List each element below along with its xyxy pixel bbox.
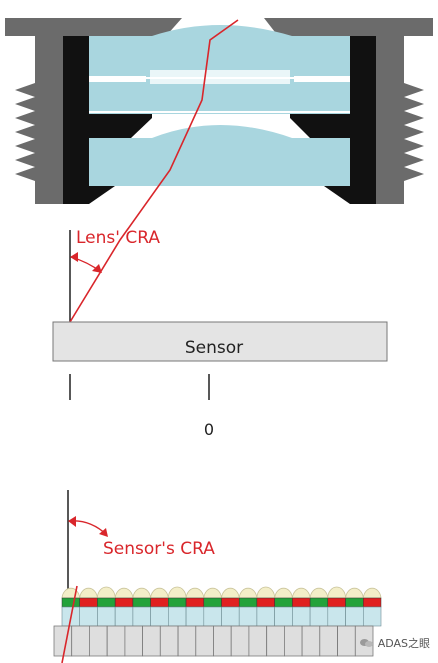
microlens-array bbox=[53, 586, 382, 657]
substrate-cell bbox=[203, 606, 222, 627]
sensor-cra-arrowhead-left bbox=[68, 516, 76, 527]
pixel-cell bbox=[319, 625, 338, 657]
microlens bbox=[150, 587, 169, 599]
spacer-left bbox=[89, 114, 152, 138]
substrate-cell bbox=[274, 606, 293, 627]
barrel-left-wall bbox=[35, 36, 63, 204]
microlens bbox=[327, 586, 347, 599]
microlens bbox=[96, 586, 116, 599]
pixel-cell bbox=[230, 625, 250, 657]
sensor-label: Sensor bbox=[185, 338, 243, 358]
substrate-cell bbox=[150, 606, 169, 627]
substrate-cell bbox=[327, 606, 346, 627]
microlens bbox=[114, 587, 134, 599]
lens-element-3 bbox=[89, 125, 350, 186]
barrel-inner-left bbox=[63, 36, 89, 204]
microlens bbox=[185, 587, 205, 599]
substrate-cell bbox=[185, 606, 205, 627]
pixel-cell bbox=[301, 625, 321, 657]
color-filter-cell bbox=[238, 597, 258, 608]
substrate-cell bbox=[309, 606, 329, 627]
substrate-cell bbox=[256, 606, 275, 627]
color-filter-cell bbox=[61, 597, 80, 608]
pixel-cell bbox=[124, 625, 144, 657]
substrate-cell bbox=[345, 606, 364, 627]
color-filter-cell bbox=[345, 597, 364, 608]
microlens bbox=[256, 586, 276, 599]
microlens bbox=[203, 587, 222, 599]
microlens bbox=[167, 586, 187, 599]
microlens bbox=[345, 587, 364, 599]
lens-cra-arrowhead-left bbox=[70, 252, 78, 262]
substrate-cell bbox=[362, 606, 382, 627]
substrate-cell bbox=[97, 606, 116, 627]
zero-label: 0 bbox=[204, 420, 214, 439]
substrate-cell bbox=[79, 606, 98, 627]
pixel-cell bbox=[142, 625, 161, 657]
barrel-chamfer-left bbox=[89, 186, 115, 204]
sensor-chief-ray bbox=[61, 585, 78, 663]
pixel-cell bbox=[159, 625, 179, 657]
pixel-cell bbox=[213, 625, 232, 657]
color-filter-cell bbox=[114, 597, 134, 608]
pixel-cell bbox=[283, 625, 303, 657]
color-filter-cell bbox=[185, 597, 205, 608]
substrate-cell bbox=[114, 606, 134, 627]
microlens bbox=[79, 587, 98, 599]
wechat-icon bbox=[359, 638, 374, 648]
sensor-block bbox=[52, 321, 388, 362]
color-filter-cell bbox=[150, 597, 169, 608]
sensor-cra-label: Sensor's CRA bbox=[103, 539, 215, 559]
sensor-cra-arrowhead-right bbox=[99, 528, 108, 537]
color-filter-cell bbox=[363, 597, 382, 608]
microlens bbox=[362, 587, 382, 599]
substrate-cell bbox=[132, 606, 151, 627]
microlens bbox=[238, 587, 258, 599]
color-filter-cell bbox=[132, 597, 151, 608]
substrate-cell bbox=[292, 606, 311, 627]
watermark-text: ADAS之眼 bbox=[377, 637, 430, 650]
lens-cra-arrowhead-right bbox=[92, 264, 102, 273]
color-filter-cell bbox=[203, 597, 222, 608]
color-filter-cell bbox=[168, 597, 187, 608]
pixel-cell bbox=[71, 625, 90, 657]
pixel-cell bbox=[266, 625, 285, 657]
lens-mount-top-right bbox=[264, 18, 433, 36]
color-filter-cell bbox=[221, 597, 240, 608]
substrate-cell bbox=[238, 606, 258, 627]
substrate-cell bbox=[221, 606, 240, 627]
color-filter-cell bbox=[327, 597, 346, 608]
microlens bbox=[274, 587, 293, 599]
lens-element-1 bbox=[89, 25, 350, 76]
barrel-chamfer-right bbox=[324, 186, 350, 204]
barrel-inner-right bbox=[350, 36, 376, 204]
microlens bbox=[132, 587, 152, 599]
pixel-cell bbox=[106, 625, 126, 657]
spacer-right bbox=[290, 114, 350, 138]
color-filter-cell bbox=[292, 597, 311, 608]
barrel-thread-left bbox=[15, 83, 35, 181]
color-filter-cell bbox=[274, 597, 293, 608]
color-filter-cell bbox=[97, 597, 116, 608]
lens-chief-ray bbox=[69, 19, 239, 323]
barrel-right-wall bbox=[376, 36, 404, 204]
pixel-cell bbox=[337, 625, 356, 657]
color-filter-cell bbox=[79, 597, 98, 608]
pixel-cell bbox=[195, 625, 214, 657]
lens-mount-top-left bbox=[5, 18, 182, 36]
color-filter-cell bbox=[256, 597, 275, 608]
pixel-cell bbox=[89, 625, 108, 657]
substrate-cell bbox=[168, 606, 187, 627]
pixel-cell bbox=[248, 625, 267, 657]
microlens bbox=[291, 587, 311, 599]
microlens bbox=[309, 587, 329, 599]
color-filter-cell bbox=[309, 597, 329, 608]
watermark: ADAS之眼 bbox=[359, 635, 430, 651]
lens-assembly bbox=[5, 18, 433, 204]
microlens bbox=[221, 587, 240, 599]
lens-cra-label: Lens' CRA bbox=[76, 228, 160, 248]
barrel-thread-right bbox=[404, 83, 424, 181]
pixel-cell bbox=[177, 625, 197, 657]
